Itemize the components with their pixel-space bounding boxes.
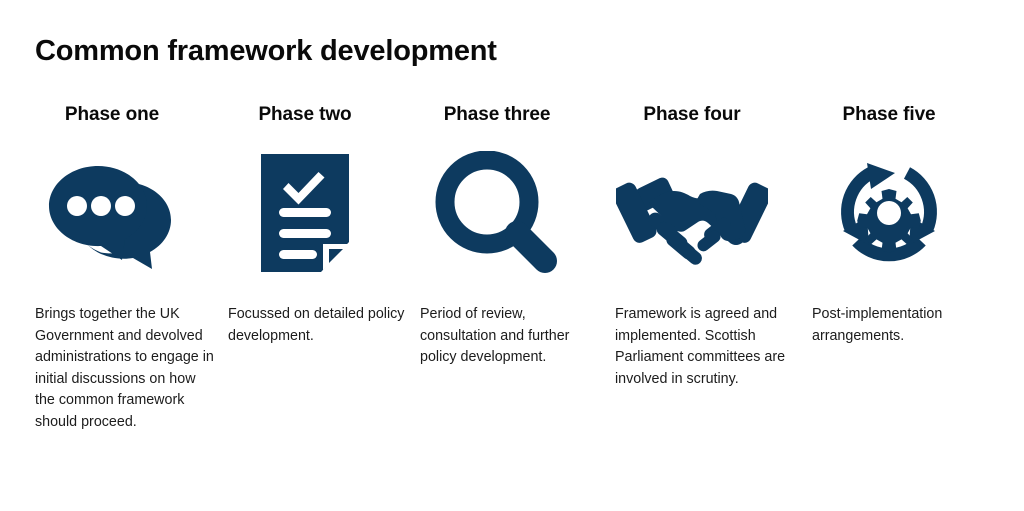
phase-body-four: Framework is agreed and implemented. Sco…	[615, 306, 786, 387]
phase-body-one: Brings together the UK Government and de…	[35, 306, 214, 430]
handshake-icon	[608, 148, 776, 278]
phase-heading-four: Phase four	[643, 104, 741, 125]
phase-column-five: Phase five Post-im	[805, 104, 998, 504]
phase-column-two: Phase two Focussed on detailed policy de…	[221, 104, 414, 504]
phase-heading-two: Phase two	[258, 104, 352, 125]
phase-body-three: Period of review, consultation and furth…	[420, 306, 570, 365]
speech-bubbles-icon	[28, 148, 196, 278]
phase-body-two: Focussed on detailed policy development.	[228, 306, 405, 344]
phase-heading-five: Phase five	[842, 104, 936, 125]
gear-cycle-icon	[805, 148, 973, 278]
phase-heading-one: Phase one	[64, 104, 160, 125]
phase-column-four: Phase four	[608, 104, 801, 504]
phase-body-five: Post-implementation arrangements.	[812, 306, 943, 344]
phase-list: Phase one Brings together the UK Governm…	[0, 104, 1024, 504]
phase-column-three: Phase three Period of review, consultati…	[413, 104, 606, 504]
phase-column-one: Phase one Brings together the UK Governm…	[28, 104, 221, 504]
page-title: Common framework development	[35, 35, 497, 67]
document-checkmark-icon	[221, 148, 389, 278]
magnifying-glass-icon	[413, 148, 581, 278]
phase-heading-three: Phase three	[443, 104, 551, 125]
